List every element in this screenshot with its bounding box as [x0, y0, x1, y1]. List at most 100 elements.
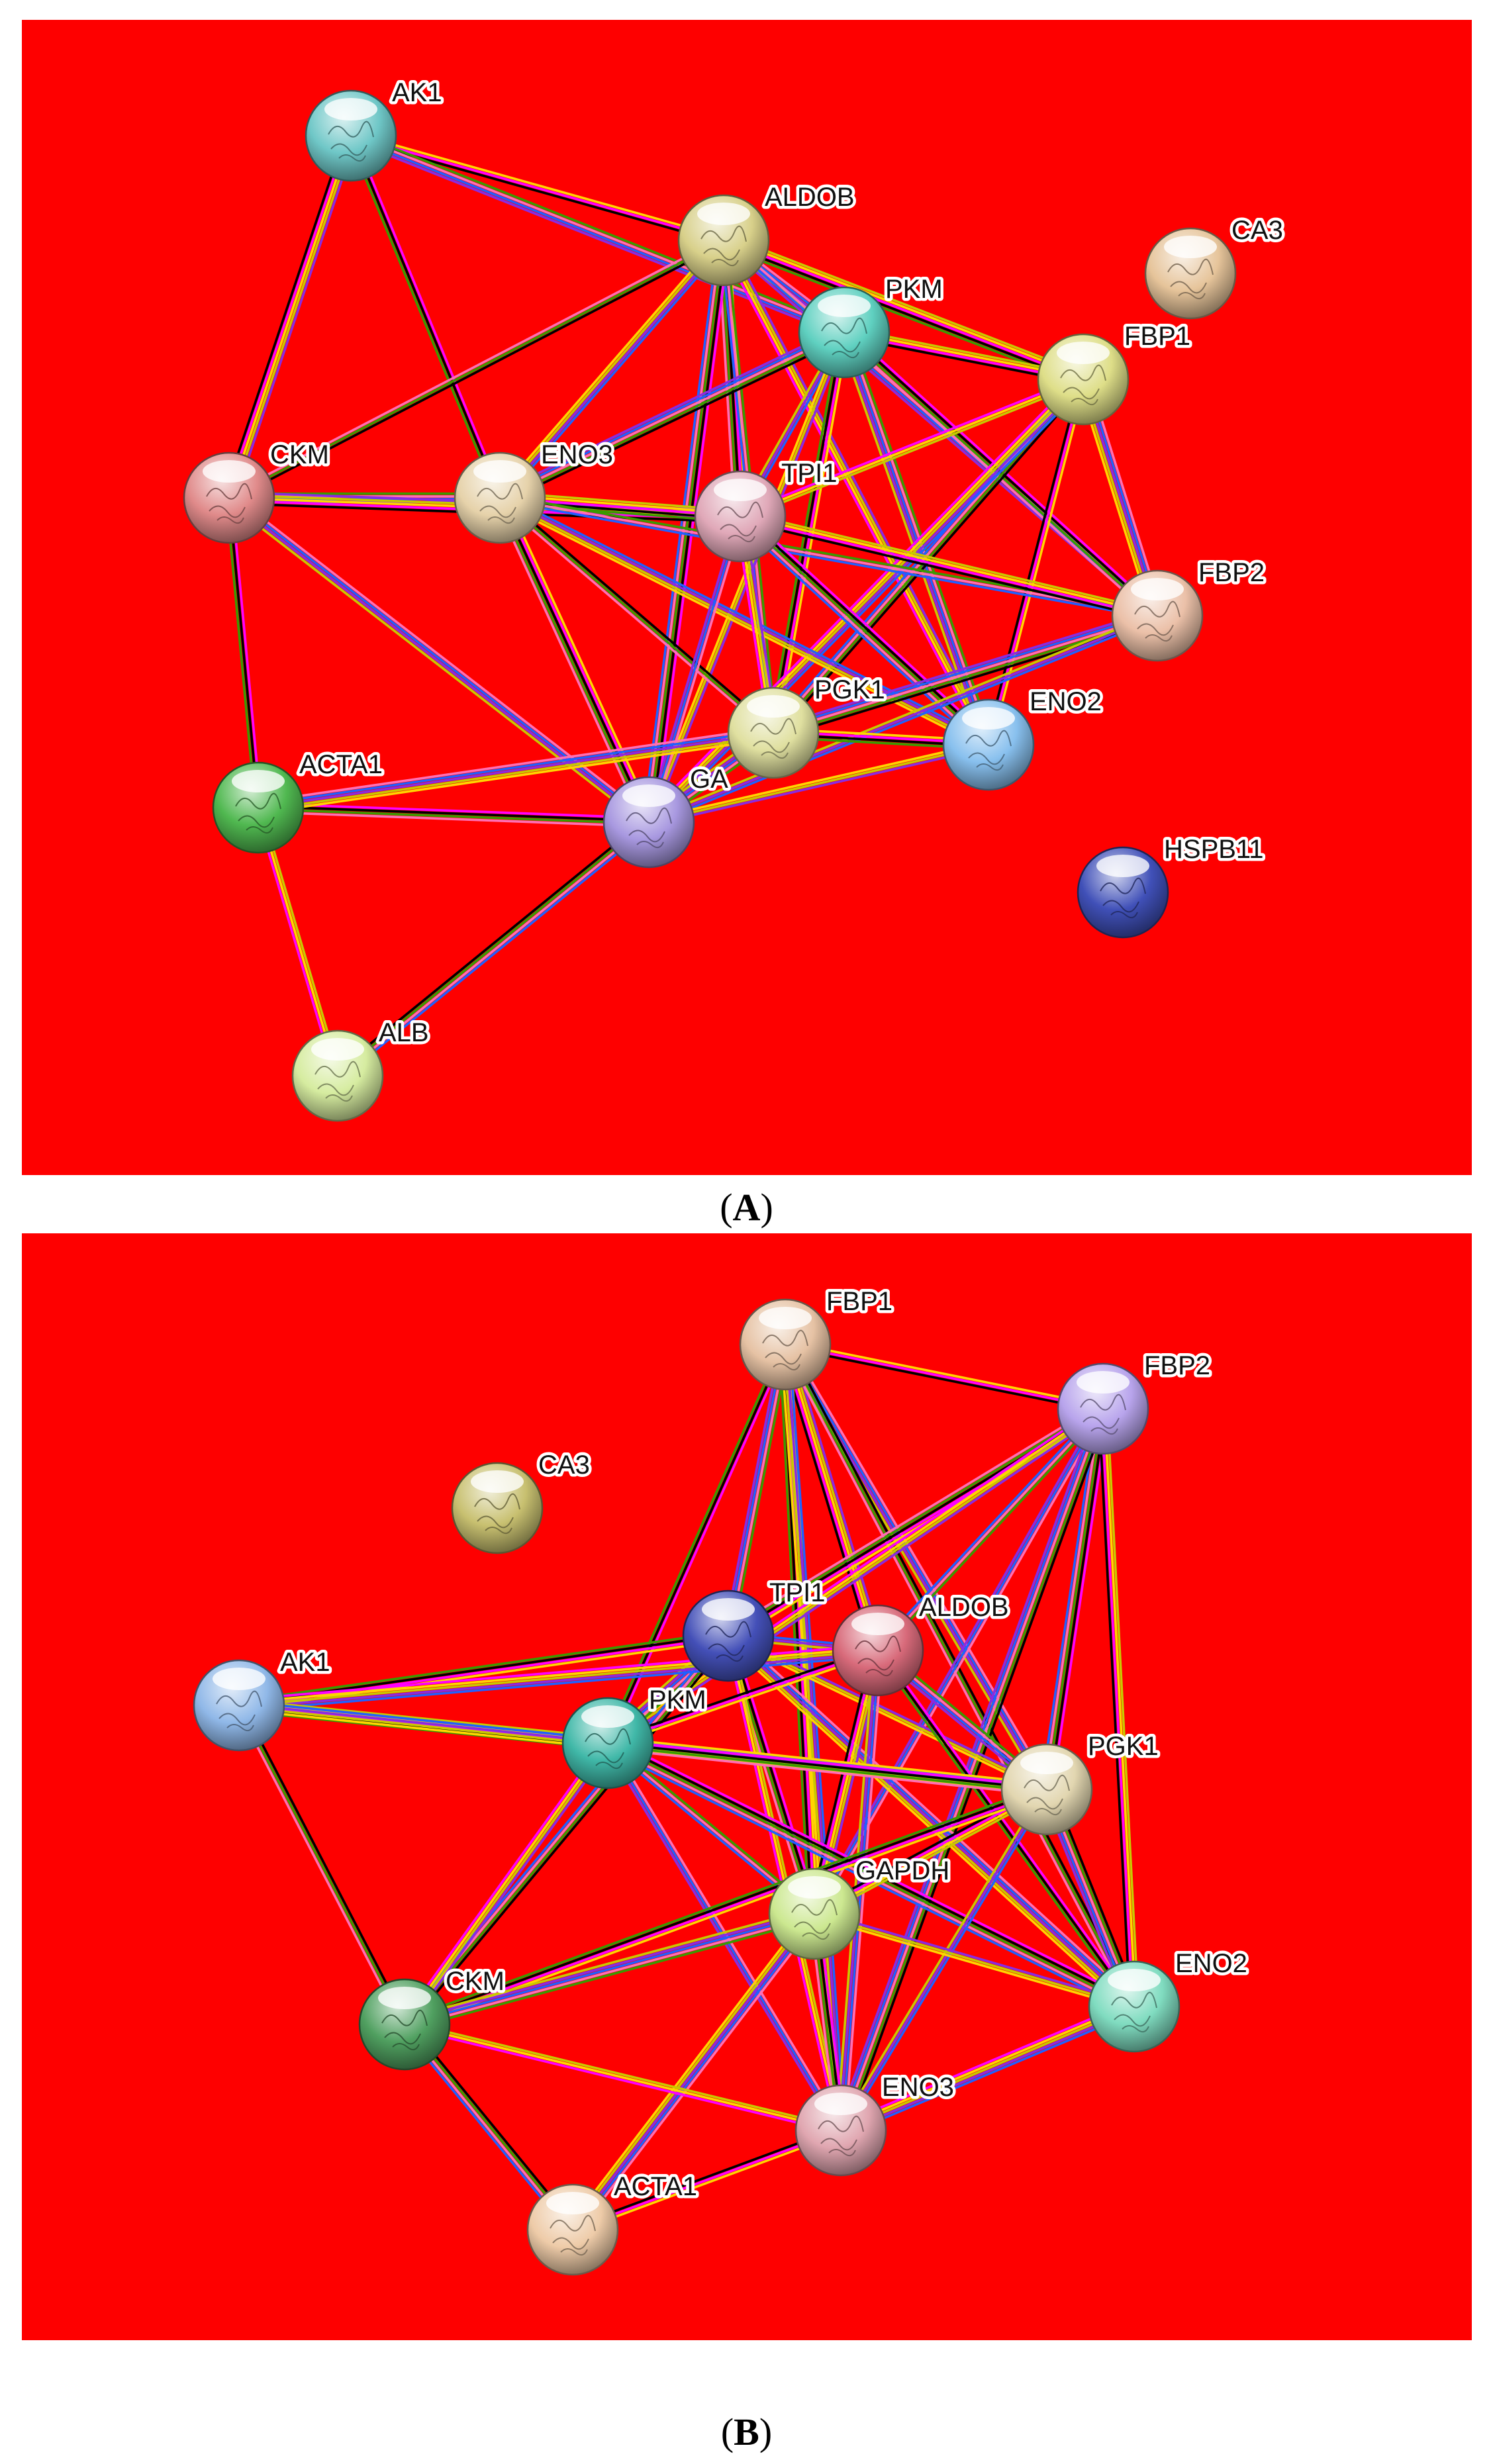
node-pgk1[interactable]: PGK1: [727, 673, 888, 779]
node-eno2[interactable]: ENO2: [1088, 1946, 1250, 2053]
node-label-fbp2: FBP2: [1144, 1351, 1210, 1380]
node-label-tpi1: TPI1: [769, 1578, 825, 1607]
edge-tpi1-eno2: [735, 511, 994, 750]
edge-aldob-pkm: [605, 1646, 881, 1747]
node-aldob[interactable]: ALDOB: [677, 180, 857, 287]
node-hspb11[interactable]: HSPB11: [1077, 832, 1267, 939]
edge-aldob-eno2: [718, 237, 994, 748]
node-label-fbp2: FBP2: [1198, 558, 1265, 587]
node-label-eno3: ENO3: [541, 440, 613, 469]
node-ak1[interactable]: AK1: [305, 75, 445, 182]
edge-gapdh-ckm: [402, 1907, 817, 2031]
node-label-pgk1: PGK1: [814, 675, 885, 704]
node-label-fbp1: FBP1: [826, 1287, 892, 1316]
edge-fbp1-tpi1: [738, 375, 1086, 520]
edge-ak1-ckm: [222, 132, 358, 501]
node-gapdh[interactable]: GA: [602, 762, 732, 869]
node-label-eno3: ENO3: [882, 2073, 954, 2102]
node-label-tpi1: TPI1: [781, 459, 837, 488]
node-acta1[interactable]: ACTA1: [212, 747, 385, 854]
node-fbp2[interactable]: FBP2: [1057, 1349, 1214, 1455]
node-label-acta1: ACTA1: [299, 750, 383, 779]
edge-gapdh-acta1: [567, 1909, 820, 2234]
node-label-pgk1: PGK1: [1088, 1732, 1159, 1761]
edge-fbp1-tpi1: [723, 1342, 791, 1638]
node-eno3[interactable]: ENO3: [454, 438, 616, 544]
node-ak1[interactable]: AK1: [193, 1645, 333, 1752]
edge-acta1-gapdh: [256, 802, 651, 828]
node-label-ak1: AK1: [392, 78, 442, 107]
node-eno3[interactable]: ENO3: [795, 2070, 957, 2177]
node-label-fbp1: FBP1: [1124, 322, 1190, 351]
node-pkm[interactable]: PKM: [798, 272, 945, 379]
node-ckm[interactable]: CKM: [358, 1964, 507, 2071]
node-label-hspb11: HSPB11: [1164, 835, 1263, 864]
node-label-ckm: CKM: [270, 440, 329, 469]
edge-tpi1-gapdh: [645, 514, 744, 825]
node-fbp1[interactable]: FBP1: [739, 1284, 896, 1391]
edge-pkm-eno2: [604, 1736, 1138, 2013]
edge-aldob-fbp1: [720, 234, 1086, 386]
edge-fbp2-aldob: [875, 1405, 1106, 1654]
node-gapdh[interactable]: GAPDH: [768, 1854, 953, 1960]
edge-pkm-ckm: [400, 1739, 612, 2028]
edge-eno3-acta1: [570, 2126, 843, 2234]
edge-fbp1-fbp2: [783, 1341, 1105, 1413]
node-ca3[interactable]: CA3: [1144, 213, 1286, 320]
panel-b-caption: (B): [720, 2410, 773, 2453]
edge-ak1-eno3: [347, 133, 504, 500]
node-acta1[interactable]: ACTA1: [526, 2169, 700, 2276]
node-label-ca3: CA3: [538, 1450, 590, 1480]
node-pkm[interactable]: PKM: [561, 1683, 709, 1789]
node-ckm[interactable]: CKM: [183, 438, 332, 544]
node-label-ca3: CA3: [1231, 216, 1283, 245]
node-aldob[interactable]: ALDOB: [832, 1590, 1012, 1697]
node-pgk1[interactable]: PGK1: [1000, 1729, 1161, 1836]
node-label-gapdh: GA: [690, 765, 728, 794]
node-label-aldob: ALDOB: [919, 1593, 1009, 1622]
edge-acta1-pgk1: [256, 726, 776, 815]
node-label-pkm: PKM: [885, 275, 943, 304]
edge-ak1-aldob: [349, 132, 726, 244]
node-tpi1[interactable]: TPI1: [694, 456, 840, 563]
node-label-acta1: ACTA1: [614, 2172, 697, 2201]
edge-pkm-pgk1: [767, 330, 850, 735]
edge-gapdh-eno2: [812, 1910, 1136, 2011]
node-fbp1[interactable]: FBP1: [1037, 319, 1194, 426]
edge-acta1-alb: [254, 806, 342, 1078]
edge-pgk1-eno3: [837, 1787, 1051, 2133]
edge-pkm-eno3: [496, 326, 848, 504]
node-ca3[interactable]: CA3: [451, 1448, 593, 1554]
node-alb[interactable]: ALB: [291, 1016, 432, 1122]
edge-ckm-eno3: [403, 2020, 843, 2134]
edge-pkm-pgk1: [606, 1736, 1049, 1797]
edge-eno3-eno2: [497, 493, 992, 750]
edge-aldob-eno3: [495, 236, 728, 502]
node-fbp2[interactable]: FBP2: [1111, 555, 1268, 662]
edge-fbp2-eno2: [1097, 1407, 1140, 2009]
edge-eno2-gapdh: [647, 741, 990, 826]
edge-tpi1-fbp2: [738, 511, 1160, 621]
node-label-eno2: ENO2: [1030, 687, 1102, 716]
edge-tpi1-eno2: [723, 1630, 1139, 2013]
edge-fbp2-pgk1: [1039, 1406, 1110, 1792]
node-label-alb: ALB: [379, 1018, 429, 1047]
node-label-pkm: PKM: [649, 1685, 706, 1715]
edge-ak1-ckm: [235, 1703, 409, 2027]
edge-aldob-eno2: [874, 1647, 1138, 2010]
edge-aldob-ckm: [226, 236, 726, 502]
node-eno2[interactable]: ENO2: [942, 685, 1104, 791]
node-label-eno2: ENO2: [1175, 1949, 1247, 1978]
node-label-ak1: AK1: [280, 1648, 330, 1677]
edge-fbp1-aldob: [779, 1341, 885, 1654]
edge-aldob-ak1: [237, 1643, 880, 1713]
node-tpi1[interactable]: TPI1: [682, 1576, 828, 1682]
edge-eno3-pgk1: [497, 495, 777, 736]
edge-fbp1-eno2: [781, 1342, 1138, 2009]
